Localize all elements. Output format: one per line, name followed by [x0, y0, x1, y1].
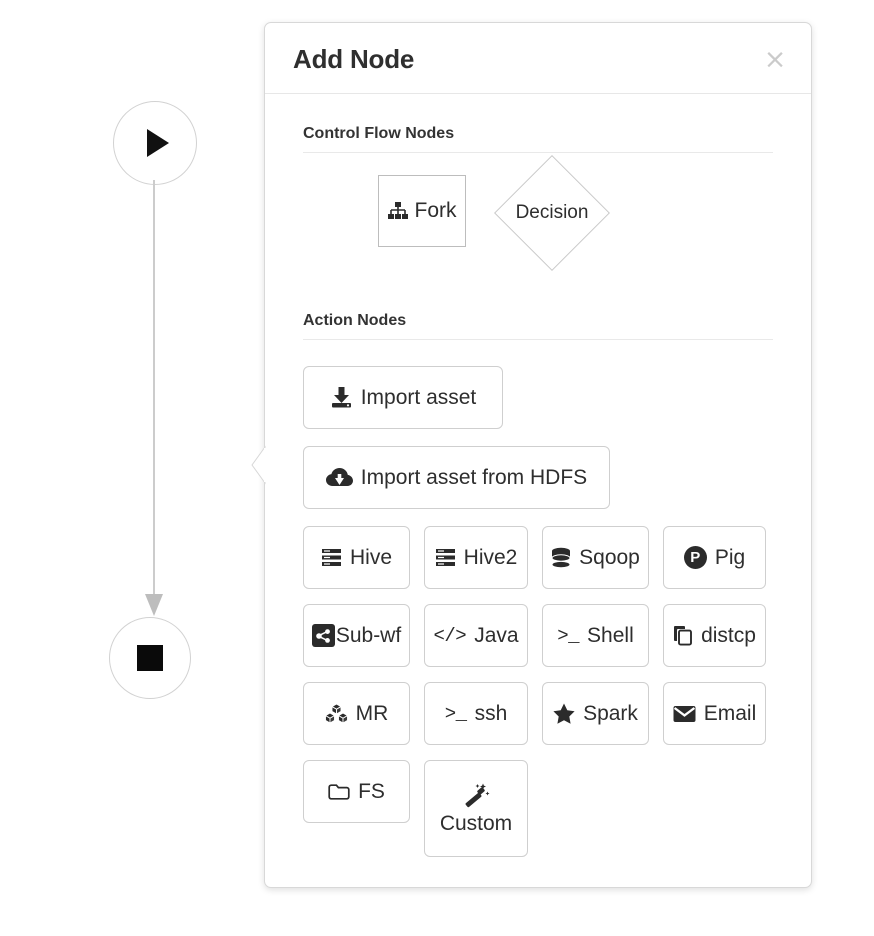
hive-node-label: Hive [349, 545, 392, 569]
fork-node-label: Fork [414, 199, 457, 222]
play-icon [147, 129, 169, 157]
grid-cell: distcp [663, 604, 766, 667]
hive2-node-label: Hive2 [463, 545, 518, 569]
popover-header: Add Node × [265, 23, 811, 94]
section-title-action-nodes: Action Nodes [303, 281, 773, 340]
grid-cell: Spark [542, 682, 649, 745]
circle-p-icon: P [683, 546, 707, 569]
hive2-node-button[interactable]: Hive2 [424, 526, 528, 589]
workflow-connector [145, 180, 163, 616]
fs-node-label: FS [358, 779, 385, 803]
star-icon [553, 703, 575, 724]
mr-node-button[interactable]: MR [303, 682, 410, 745]
terminal-icon: >_ [444, 702, 467, 725]
grid-cell: >_ ssh [424, 682, 528, 745]
email-node-label: Email [703, 701, 757, 725]
copy-icon [673, 625, 693, 646]
wide-action-node-list: Import asset Import asset from HDFS [303, 340, 773, 509]
close-icon[interactable]: × [763, 43, 787, 75]
sub-workflow-node-button[interactable]: Sub-wf [303, 604, 410, 667]
cloud-download-icon [325, 467, 353, 489]
spark-node-button[interactable]: Spark [542, 682, 649, 745]
page-title: Add Node [293, 44, 415, 74]
database-icon [551, 547, 571, 569]
grid-cell: Email [663, 682, 766, 745]
java-node-button[interactable]: </> Java [424, 604, 528, 667]
import-asset-from-hdfs-label: Import asset from HDFS [360, 465, 588, 489]
folder-icon [328, 783, 350, 801]
grid-cell: MR [303, 682, 410, 745]
decision-node-label: Decision [515, 202, 589, 223]
server-stack-icon [321, 547, 342, 568]
import-asset-button[interactable]: Import asset [303, 366, 503, 429]
workflow-graph [0, 0, 262, 936]
action-node-grid: Hive [303, 526, 773, 857]
hive-node-button[interactable]: Hive [303, 526, 410, 589]
distcp-node-button[interactable]: distcp [663, 604, 766, 667]
popover-body: Control Flow Nodes Fork [265, 94, 811, 857]
fs-node-button[interactable]: FS [303, 760, 410, 823]
java-node-label: Java [474, 623, 519, 647]
sqoop-node-button[interactable]: Sqoop [542, 526, 649, 589]
shell-node-label: Shell [587, 623, 634, 647]
mr-node-label: MR [355, 701, 389, 725]
custom-node-button[interactable]: Custom [424, 760, 528, 857]
popover-caret-icon [251, 445, 267, 485]
grid-cell: Hive2 [424, 526, 528, 589]
grid-cell: Sqoop [542, 526, 649, 589]
pig-node-button[interactable]: P Pig [663, 526, 766, 589]
terminal-icon: >_ [557, 624, 580, 647]
workflow-end-node[interactable] [109, 617, 191, 699]
distcp-node-label: distcp [701, 623, 756, 647]
ssh-node-label: ssh [474, 701, 508, 725]
ssh-node-button[interactable]: >_ ssh [424, 682, 528, 745]
grid-cell: Sub-wf [303, 604, 410, 667]
fork-node-button[interactable]: Fork [378, 175, 466, 247]
section-title-control-flow: Control Flow Nodes [303, 94, 773, 153]
email-node-button[interactable]: Email [663, 682, 766, 745]
custom-node-label: Custom [439, 811, 513, 835]
stop-icon [137, 645, 163, 671]
sub-workflow-node-label: Sub-wf [335, 623, 402, 647]
grid-cell: </> Java [424, 604, 528, 667]
grid-cell: >_ Shell [542, 604, 649, 667]
import-asset-from-hdfs-button[interactable]: Import asset from HDFS [303, 446, 610, 509]
spark-node-label: Spark [583, 701, 638, 725]
pig-node-label: Pig [714, 545, 746, 569]
sqoop-node-label: Sqoop [579, 545, 640, 569]
envelope-icon [673, 705, 696, 723]
shell-node-button[interactable]: >_ Shell [542, 604, 649, 667]
magic-wand-icon [462, 782, 490, 808]
decision-node-button[interactable]: Decision [494, 155, 610, 271]
workflow-start-node[interactable] [113, 101, 197, 185]
download-tray-icon [330, 386, 353, 409]
control-flow-node-row: Fork Decision [303, 153, 773, 281]
sitemap-icon [387, 202, 408, 220]
code-icon: </> [433, 624, 467, 647]
grid-cell: FS [303, 760, 410, 857]
cubes-icon [324, 703, 348, 724]
grid-cell: Hive [303, 526, 410, 589]
arrow-down-icon [145, 594, 163, 616]
import-asset-label: Import asset [360, 385, 477, 409]
grid-cell: Custom [424, 760, 528, 857]
grid-cell: P Pig [663, 526, 766, 589]
server-stack-icon [435, 547, 456, 568]
add-node-popover: Add Node × Control Flow Nodes [251, 22, 812, 888]
share-alt-square-icon [311, 624, 335, 647]
